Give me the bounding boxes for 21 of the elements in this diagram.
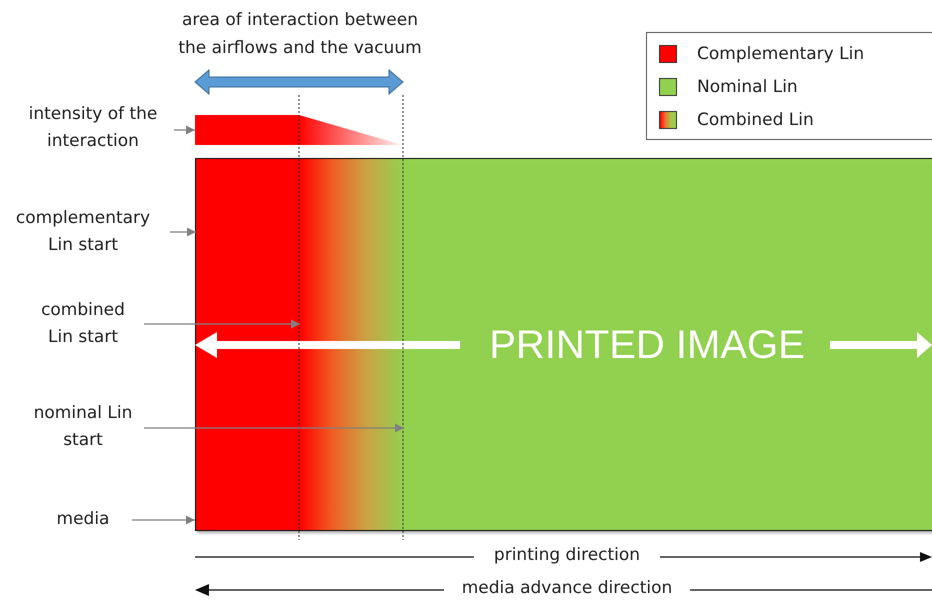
leader-label: combined Lin start	[28, 297, 138, 353]
legend-label: Combined Lin	[697, 109, 814, 132]
leader-label: nominal Lin start	[28, 400, 138, 456]
leader-line	[132, 515, 195, 525]
image-label: PRINTED IMAGE	[488, 322, 806, 369]
leader-line	[144, 319, 300, 329]
legend-label: Complementary Lin	[697, 43, 864, 66]
direction-label: printing direction	[474, 544, 660, 566]
leader-line	[170, 227, 196, 237]
combined-zone	[300, 159, 404, 530]
dimension-label: area of interaction between the airflows and the vacuum	[177, 9, 423, 60]
leader-label: media	[40, 506, 126, 534]
leader-label: complementary Lin start	[2, 205, 164, 261]
media-sheet	[195, 158, 932, 531]
legend-label: Nominal Lin	[697, 76, 798, 99]
leader-line	[144, 423, 404, 433]
intensity-bar	[195, 115, 403, 145]
leader-line	[174, 125, 195, 135]
leader-label: intensity of the interaction	[18, 101, 168, 157]
nominal-zone	[404, 159, 932, 530]
complementary-zone	[196, 159, 300, 530]
